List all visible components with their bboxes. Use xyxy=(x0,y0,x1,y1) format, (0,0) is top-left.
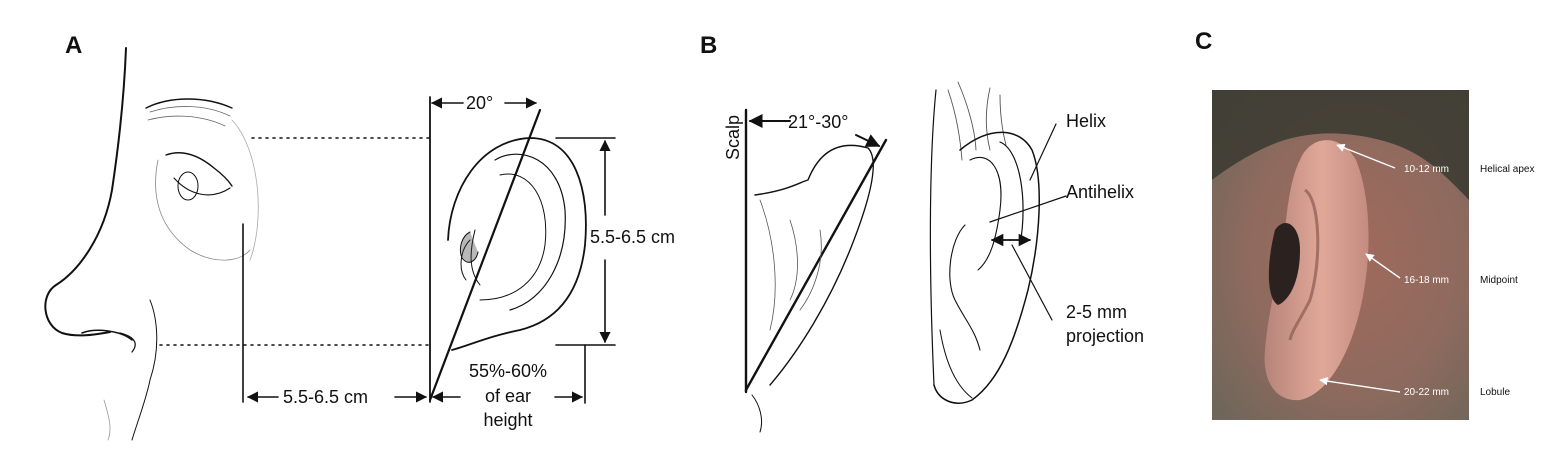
projection-label-line2: projection xyxy=(1066,326,1145,346)
hair-strands xyxy=(947,81,1007,161)
projection-leader xyxy=(1011,244,1053,321)
projection-label-line1: 2-5 mm xyxy=(1066,302,1128,322)
lobule-value: 20-22 mm xyxy=(1404,387,1450,398)
eyebrow-line xyxy=(145,98,233,109)
midpoint-name: Midpoint xyxy=(1480,275,1518,286)
panel-a-drawing xyxy=(44,47,616,441)
angle-arrow-b-right xyxy=(855,134,881,147)
ear-outline xyxy=(447,137,587,351)
lobule-arrow xyxy=(1319,376,1401,393)
angle-label-a: 20° xyxy=(466,93,494,113)
posterior-ear-outline xyxy=(754,144,874,386)
helical-apex-name: Helical apex xyxy=(1480,164,1535,175)
midpoint-arrow xyxy=(1365,253,1401,279)
cheek-line xyxy=(131,299,158,441)
posterior-ear-detail xyxy=(759,199,822,331)
helix-leader xyxy=(1029,123,1057,181)
eyebrow-hair xyxy=(147,106,231,127)
helix-rim-b xyxy=(999,141,1024,246)
upper-eyelid xyxy=(165,152,233,187)
panel-b-drawing xyxy=(744,81,1067,433)
eye-to-ear-label: 5.5-6.5 cm xyxy=(283,387,369,407)
ear-axis-line xyxy=(428,108,542,402)
lobule-b xyxy=(939,329,973,399)
lobule-name: Lobule xyxy=(1480,387,1511,398)
ear-canal-photo xyxy=(1268,222,1300,305)
antihelix-label: Antihelix xyxy=(1066,182,1135,202)
panel-c-photo xyxy=(1212,90,1469,420)
neck-line-b xyxy=(751,394,763,433)
scalp-label: Scalp xyxy=(723,114,743,160)
temple-line xyxy=(231,119,259,261)
helical-apex-value: 10-12 mm xyxy=(1404,164,1450,175)
panel-letter-c: C xyxy=(1195,28,1213,55)
face-profile-line xyxy=(44,47,127,337)
antihelix-leader xyxy=(989,195,1067,223)
panel-letter-b: B xyxy=(700,32,718,59)
hair-region xyxy=(1212,90,1469,200)
concha-line xyxy=(460,229,481,286)
lower-eyelid xyxy=(173,177,231,196)
width-label-line3: height xyxy=(483,410,533,430)
nostril-wing xyxy=(119,332,136,353)
helix-inner xyxy=(494,153,566,311)
angle-label-b: 21°-30° xyxy=(788,112,849,132)
helical-apex-arrow xyxy=(1336,143,1396,169)
concha-shadow-photo xyxy=(1288,188,1320,341)
ear-angle-line xyxy=(744,138,888,392)
scalp-line-b xyxy=(929,89,937,386)
ear-height-label: 5.5-6.5 cm xyxy=(590,227,676,247)
tragus-shade xyxy=(459,231,479,263)
nostril-line xyxy=(81,329,133,341)
width-label-line1: 55%-60% xyxy=(468,361,548,381)
chin-line xyxy=(103,399,111,441)
antihelix-b xyxy=(969,156,1002,271)
panel-letter-a: A xyxy=(65,32,83,59)
concha-b xyxy=(949,224,981,351)
eye-orbit xyxy=(155,159,251,261)
antihelix-line xyxy=(479,173,547,301)
ear-frontal-outline xyxy=(933,131,1040,404)
eye-iris xyxy=(177,171,199,201)
width-label-line2: of ear xyxy=(484,386,532,406)
helix-label: Helix xyxy=(1066,111,1107,131)
midpoint-value: 16-18 mm xyxy=(1404,275,1450,286)
